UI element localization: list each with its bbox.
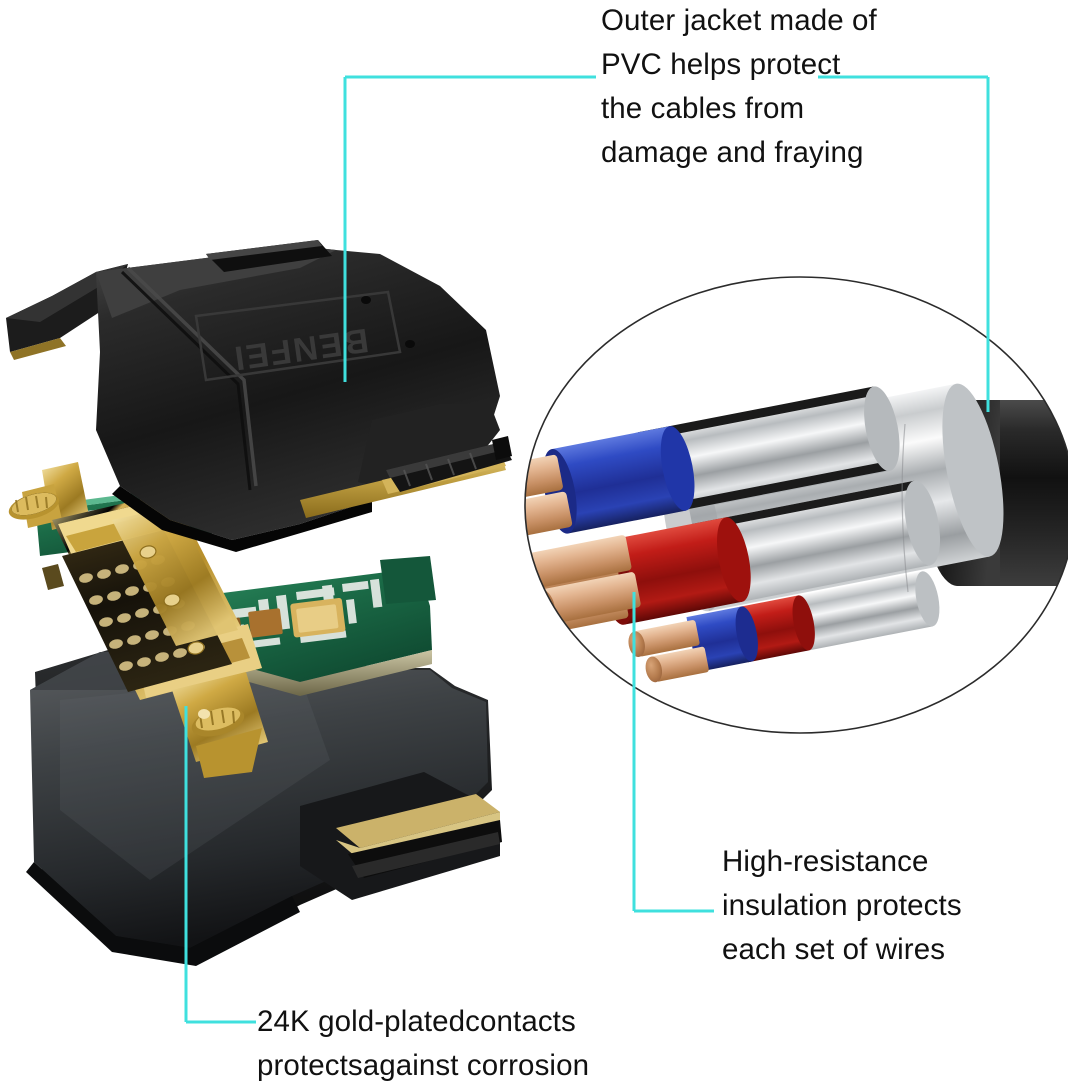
cable-cross-section (525, 383, 1068, 683)
strain-relief (300, 436, 512, 518)
callout-text-gold-contacts: 24K gold-platedcontacts protectsagainst … (257, 1005, 590, 1082)
thumbscrew-top (8, 492, 60, 520)
brand-emboss: BENFEI (230, 321, 371, 378)
cable-cutaway-circle (524, 276, 1068, 734)
lower-connector-shell (26, 650, 502, 966)
callout-text-insulation: High-resistance insulation protects each… (722, 845, 962, 966)
thumbscrew-bottom (191, 707, 245, 737)
dvi-gold-connector (8, 462, 268, 778)
upper-connector-shell: BENFEI (6, 240, 500, 552)
pcb-board (36, 482, 436, 696)
magnifier-circle (524, 276, 1068, 734)
boot-ribs (386, 436, 512, 492)
callout-text-outer-jacket: Outer jacket made of PVC helps protect t… (601, 4, 877, 169)
